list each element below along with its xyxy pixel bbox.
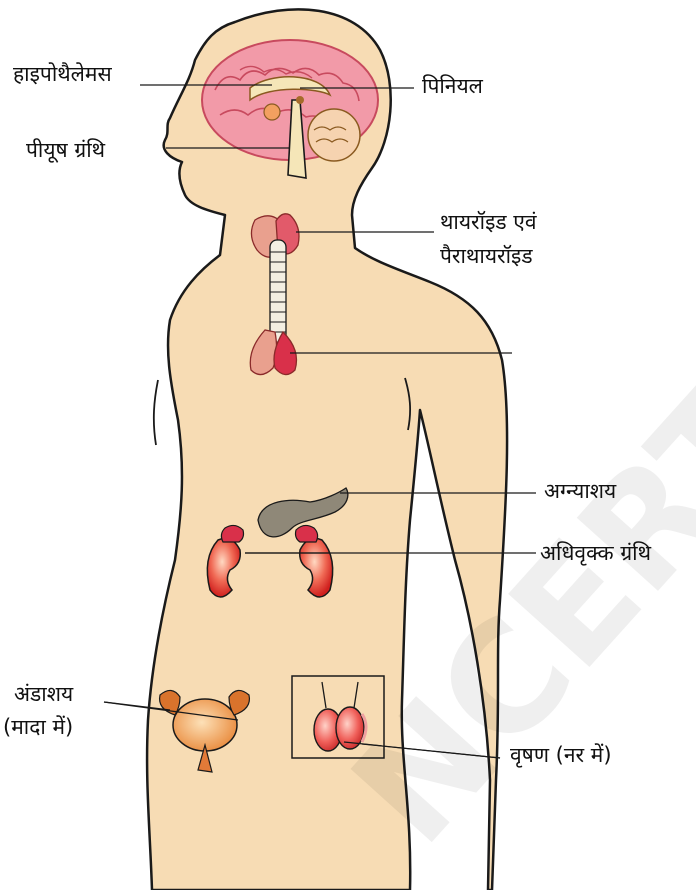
label-thyroid-line2: पैराथायरॉइड xyxy=(440,246,533,267)
label-thyroid-line1: थायरॉइड एवं xyxy=(440,212,537,233)
label-ovary-line1: अंडाशय xyxy=(14,684,73,705)
label-pancreas: अग्न्याशय xyxy=(544,481,616,502)
label-pineal: पिनियल xyxy=(422,76,483,97)
label-adrenal: अधिवृक्क ग्रंथि xyxy=(540,543,651,564)
label-hypothalamus: हाइपोथैलेमस xyxy=(13,64,112,85)
label-ovary-line2: (मादा में) xyxy=(3,717,73,738)
label-pituitary: पीयूष ग्रंथि xyxy=(26,140,105,161)
label-testis: वृषण (नर में) xyxy=(510,745,612,766)
